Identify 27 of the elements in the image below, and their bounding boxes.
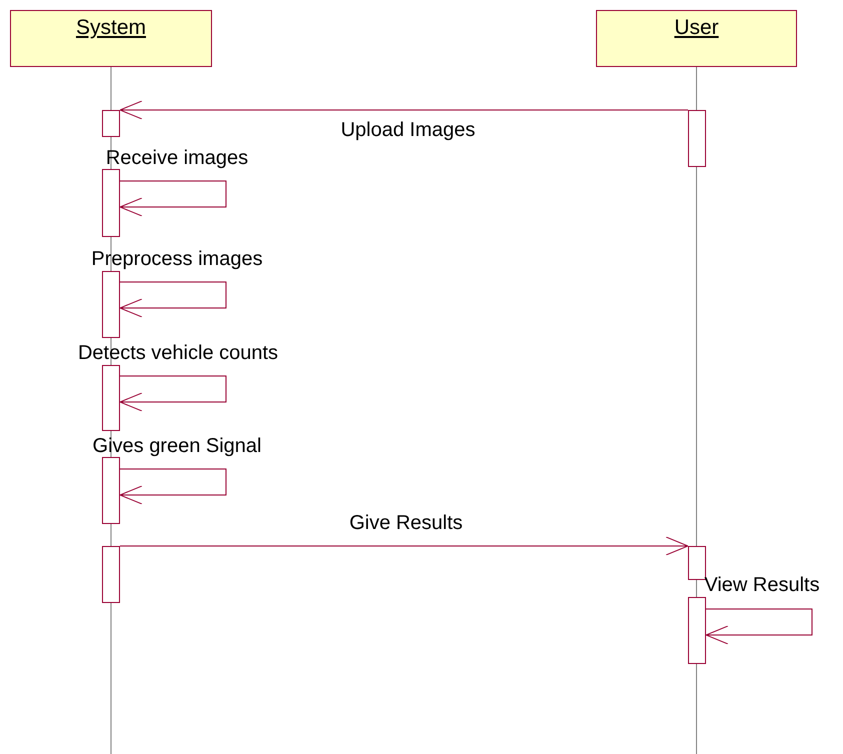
lifeline-header-box <box>10 10 212 67</box>
activation-bar <box>102 169 120 237</box>
activation-bar <box>102 457 120 524</box>
participant-name: System <box>76 15 146 41</box>
message-arrow <box>120 100 688 120</box>
message-arrow <box>120 536 688 556</box>
activation-bar <box>102 546 120 603</box>
activation-bar <box>688 110 706 167</box>
activation-bar <box>102 365 120 431</box>
activation-bar <box>102 271 120 338</box>
activation-bar <box>688 546 706 580</box>
message-label: Give Results <box>349 511 463 535</box>
self-message-arrow <box>120 468 226 504</box>
activation-bar <box>102 110 120 137</box>
activation-bar <box>688 597 706 664</box>
lifeline-header-box <box>596 10 797 67</box>
message-label: Upload Images <box>340 118 476 142</box>
self-message-arrow <box>120 376 226 412</box>
message-label: Preprocess images <box>91 247 263 271</box>
participant-name: User <box>674 15 719 41</box>
message-label: Detects vehicle counts <box>78 341 278 365</box>
message-label: Gives green Signal <box>92 434 262 458</box>
self-message-arrow <box>120 180 226 216</box>
message-label: View Results <box>704 573 820 597</box>
self-message-arrow <box>120 282 226 318</box>
message-label: Receive images <box>106 146 248 170</box>
self-message-arrow <box>706 608 812 644</box>
